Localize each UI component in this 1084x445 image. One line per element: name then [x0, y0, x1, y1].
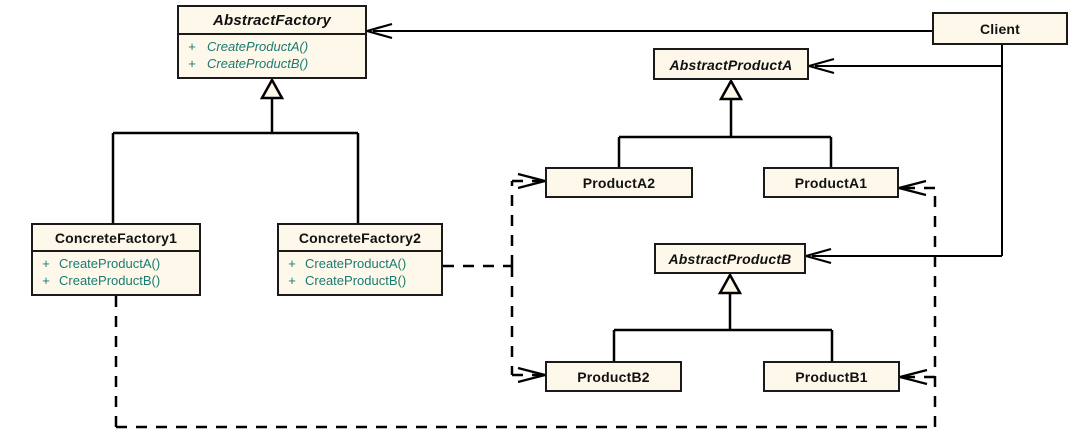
- member-signature: CreateProductB(): [207, 56, 309, 71]
- class-name-product-a2: ProductA2: [582, 175, 656, 191]
- class-name-abstract-factory: AbstractFactory: [212, 12, 332, 29]
- class-box-product-b2[interactable]: ProductB2: [545, 361, 682, 392]
- dependency-concretefactory2-to-products: [443, 172, 546, 384]
- association-client-to-abstractfactory: [366, 22, 932, 40]
- member-visibility: +: [188, 56, 196, 71]
- member-visibility: +: [288, 256, 296, 271]
- association-client-to-abstractproducta: [808, 45, 1003, 75]
- class-box-product-a1[interactable]: ProductA1: [763, 167, 899, 198]
- class-box-concrete-factory-1[interactable]: ConcreteFactory1 + CreateProductA() + Cr…: [31, 223, 201, 296]
- member-row: + CreateProductB(): [279, 272, 441, 289]
- class-members-concrete-factory-2: + CreateProductA() + CreateProductB(): [279, 250, 441, 293]
- class-name-concrete-factory-1: ConcreteFactory1: [54, 230, 178, 246]
- member-row: + CreateProductB(): [33, 272, 199, 289]
- member-visibility: +: [188, 39, 196, 54]
- association-client-to-abstractproductb: [805, 66, 1003, 265]
- class-members-concrete-factory-1: + CreateProductA() + CreateProductB(): [33, 250, 199, 293]
- class-name-product-b2: ProductB2: [577, 369, 650, 385]
- dependency-concretefactory1-to-products: [114, 179, 937, 429]
- member-signature: CreateProductA(): [59, 256, 161, 271]
- member-row: + CreateProductA(): [279, 255, 441, 272]
- generalization-productbs-to-abstractproductb: [612, 272, 834, 361]
- member-signature: CreateProductB(): [59, 273, 161, 288]
- class-box-abstract-factory[interactable]: AbstractFactory + CreateProductA() + Cre…: [177, 5, 367, 79]
- class-name-product-b1: ProductB1: [795, 369, 868, 385]
- class-name-product-a1: ProductA1: [794, 175, 868, 191]
- class-box-abstract-product-a[interactable]: AbstractProductA: [653, 48, 809, 80]
- member-visibility: +: [42, 273, 50, 288]
- class-name-abstract-product-a: AbstractProductA: [669, 57, 793, 73]
- member-row: + CreateProductB(): [179, 55, 365, 72]
- member-signature: CreateProductB(): [305, 273, 407, 288]
- class-members-abstract-factory: + CreateProductA() + CreateProductB(): [179, 33, 365, 76]
- class-box-client[interactable]: Client: [932, 12, 1068, 45]
- class-name-client: Client: [979, 21, 1021, 37]
- generalization-productas-to-abstractproducta: [617, 78, 833, 167]
- generalization-concretefactories-to-abstractfactory: [111, 77, 360, 223]
- class-name-concrete-factory-2: ConcreteFactory2: [298, 230, 422, 246]
- member-row: + CreateProductA(): [33, 255, 199, 272]
- member-signature: CreateProductA(): [207, 39, 309, 54]
- class-box-product-a2[interactable]: ProductA2: [545, 167, 693, 198]
- member-signature: CreateProductA(): [305, 256, 407, 271]
- class-box-abstract-product-b[interactable]: AbstractProductB: [654, 243, 806, 274]
- class-box-concrete-factory-2[interactable]: ConcreteFactory2 + CreateProductA() + Cr…: [277, 223, 443, 296]
- member-row: + CreateProductA(): [179, 38, 365, 55]
- class-name-abstract-product-b: AbstractProductB: [668, 251, 792, 267]
- class-box-product-b1[interactable]: ProductB1: [763, 361, 900, 392]
- member-visibility: +: [42, 256, 50, 271]
- member-visibility: +: [288, 273, 296, 288]
